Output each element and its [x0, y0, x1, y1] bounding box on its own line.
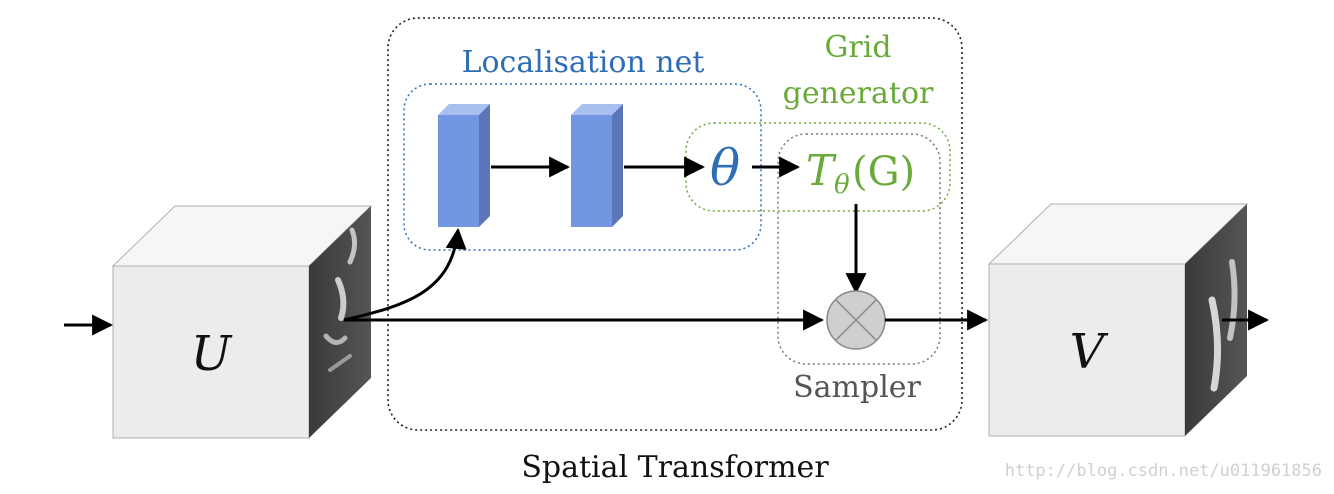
output-feature-map-V: V [987, 203, 1249, 437]
transform-args: (G) [852, 149, 915, 195]
circled-times-icon [826, 290, 886, 350]
localisation-layer-1 [438, 104, 490, 227]
input-label-U: U [191, 326, 233, 382]
watermark-text: http://blog.csdn.net/u011961856 [1005, 461, 1322, 481]
transform-T: T [806, 146, 837, 195]
grid-generator-label-line1: Grid [824, 30, 891, 65]
theta-symbol: θ [710, 139, 740, 197]
sampler-box [777, 133, 941, 365]
sampler-label: Sampler [793, 370, 921, 405]
spatial-transformer-label: Spatial Transformer [521, 450, 829, 485]
grid-generator-label-line2: generator [783, 76, 934, 111]
output-label-V: V [1070, 324, 1109, 380]
transform-expression: T θ (G) [806, 146, 915, 200]
input-feature-map-U: U [111, 205, 373, 439]
transform-subscript: θ [834, 170, 850, 200]
localisation-layer-2 [571, 104, 623, 227]
arrow-U-to-localisation [343, 227, 467, 322]
localisation-net-label: Localisation net [462, 45, 705, 80]
spatial-transformer-box [387, 17, 963, 431]
